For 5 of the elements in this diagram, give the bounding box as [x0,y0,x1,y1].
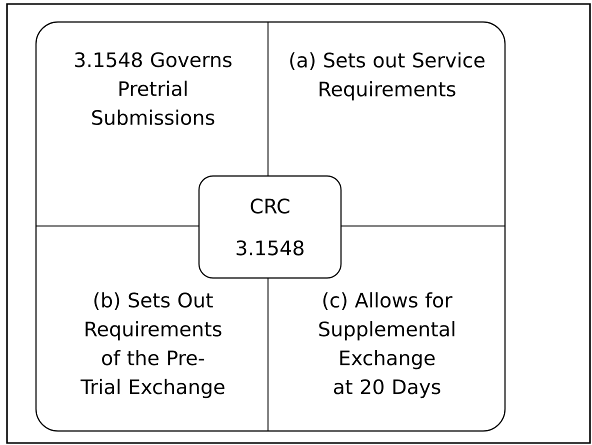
quadrant-text: (a) Sets out Service Requirements [290,52,484,100]
quadrant-text: (c) Allows for Supplemental Exchange at 20 Days [319,292,454,398]
quadrant-text: 3.1548 Governs Pretrial Submissions [75,52,232,126]
quadrant-text: (b) Sets Out Requirements of the Pre-Trial Exchange [80,292,224,398]
center-box: CRC 3.1548 [198,175,342,279]
